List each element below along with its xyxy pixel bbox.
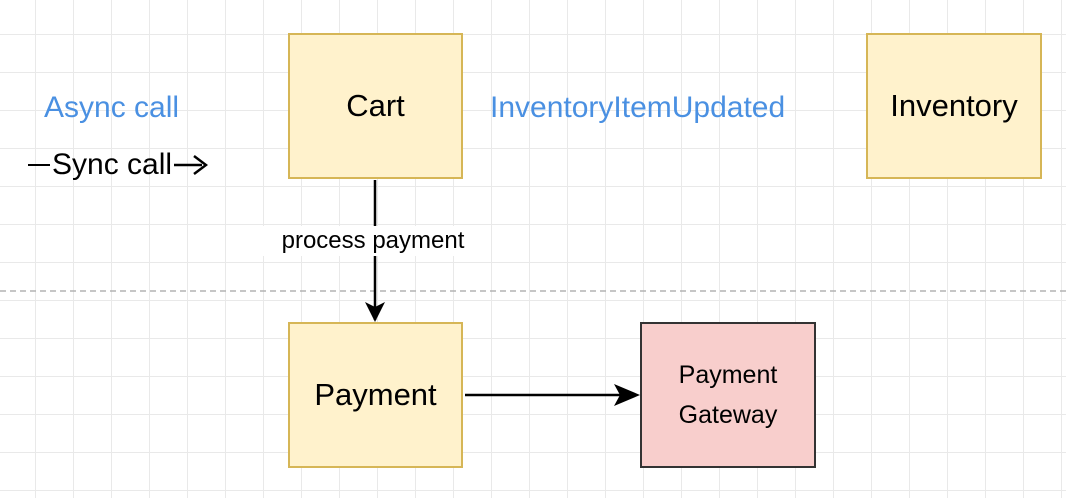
edge-cart-to-payment-arrowhead xyxy=(365,302,385,322)
sync-call-label: Sync call xyxy=(52,148,173,181)
sync-line-icon xyxy=(28,164,50,166)
sync-call-legend: Sync call xyxy=(28,145,209,185)
edge-payment-to-gateway-arrowhead xyxy=(614,384,640,406)
payment-gateway-label-line2: Gateway xyxy=(678,401,778,429)
async-call-label: Async call xyxy=(44,91,180,124)
payment-gateway-label-line1: Payment xyxy=(678,361,778,389)
payment-service-box[interactable]: Payment xyxy=(288,322,463,468)
inventory-item-updated-event: InventoryItemUpdated xyxy=(490,88,785,128)
inventory-service-label: Inventory xyxy=(890,88,1018,123)
inventory-service-box[interactable]: Inventory xyxy=(866,33,1042,179)
async-call-legend: Async call xyxy=(44,88,179,128)
cart-service-label: Cart xyxy=(346,88,405,123)
payment-service-label: Payment xyxy=(314,377,437,412)
payment-gateway-box[interactable]: Payment Gateway xyxy=(640,322,816,468)
process-payment-edge-label: process payment xyxy=(260,226,486,256)
cart-service-box[interactable]: Cart xyxy=(288,33,463,179)
sync-arrow-icon xyxy=(174,155,209,175)
inventory-item-updated-label: InventoryItemUpdated xyxy=(490,91,786,124)
